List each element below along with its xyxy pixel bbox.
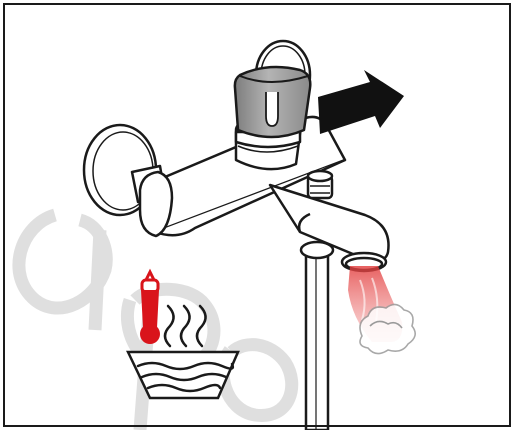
press-direction-arrow-icon bbox=[318, 70, 404, 134]
thermometer-hot-icon bbox=[140, 272, 160, 344]
bath-shower-mixer-icon bbox=[132, 117, 389, 271]
temperature-handle-icon bbox=[235, 67, 310, 137]
riser-pipe bbox=[301, 242, 333, 430]
